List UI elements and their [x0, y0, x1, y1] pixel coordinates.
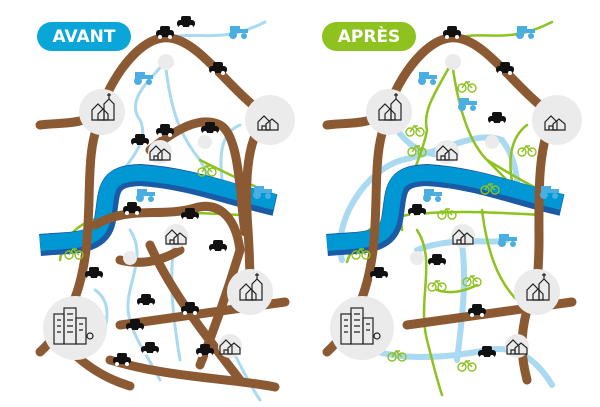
tractor-icon: [458, 98, 477, 111]
tractor-icon: [134, 72, 153, 85]
nodes: [330, 54, 582, 360]
bike-icon: [457, 81, 477, 93]
tractor-icon: [498, 234, 517, 247]
tractor-icon: [136, 189, 155, 202]
tractor-icon: [418, 72, 437, 85]
car-icon: [209, 240, 227, 253]
panel-before: AVANT: [35, 16, 295, 402]
car-icon: [177, 16, 195, 29]
label-before-text: AVANT: [53, 27, 116, 47]
car-icon: [85, 267, 103, 280]
bike-icon: [457, 360, 477, 372]
nodes: [43, 54, 295, 360]
car-icon: [141, 342, 159, 355]
bike-icon: [517, 145, 537, 157]
label-after-text: APRÈS: [338, 25, 401, 47]
tractor-icon: [516, 26, 535, 39]
bike-icon: [437, 208, 457, 220]
panel-after: APRÈS: [322, 20, 582, 397]
car-icon: [488, 112, 506, 125]
label-before: AVANT: [37, 22, 131, 51]
car-icon: [428, 254, 446, 267]
bike-icon: [405, 125, 425, 137]
label-after: APRÈS: [322, 22, 416, 51]
tractor-icon: [229, 26, 248, 39]
label-pill: [322, 22, 416, 51]
car-icon: [137, 294, 155, 307]
paths-green: [345, 20, 564, 397]
label-pill: [37, 22, 131, 51]
tractor-icon: [423, 189, 442, 202]
